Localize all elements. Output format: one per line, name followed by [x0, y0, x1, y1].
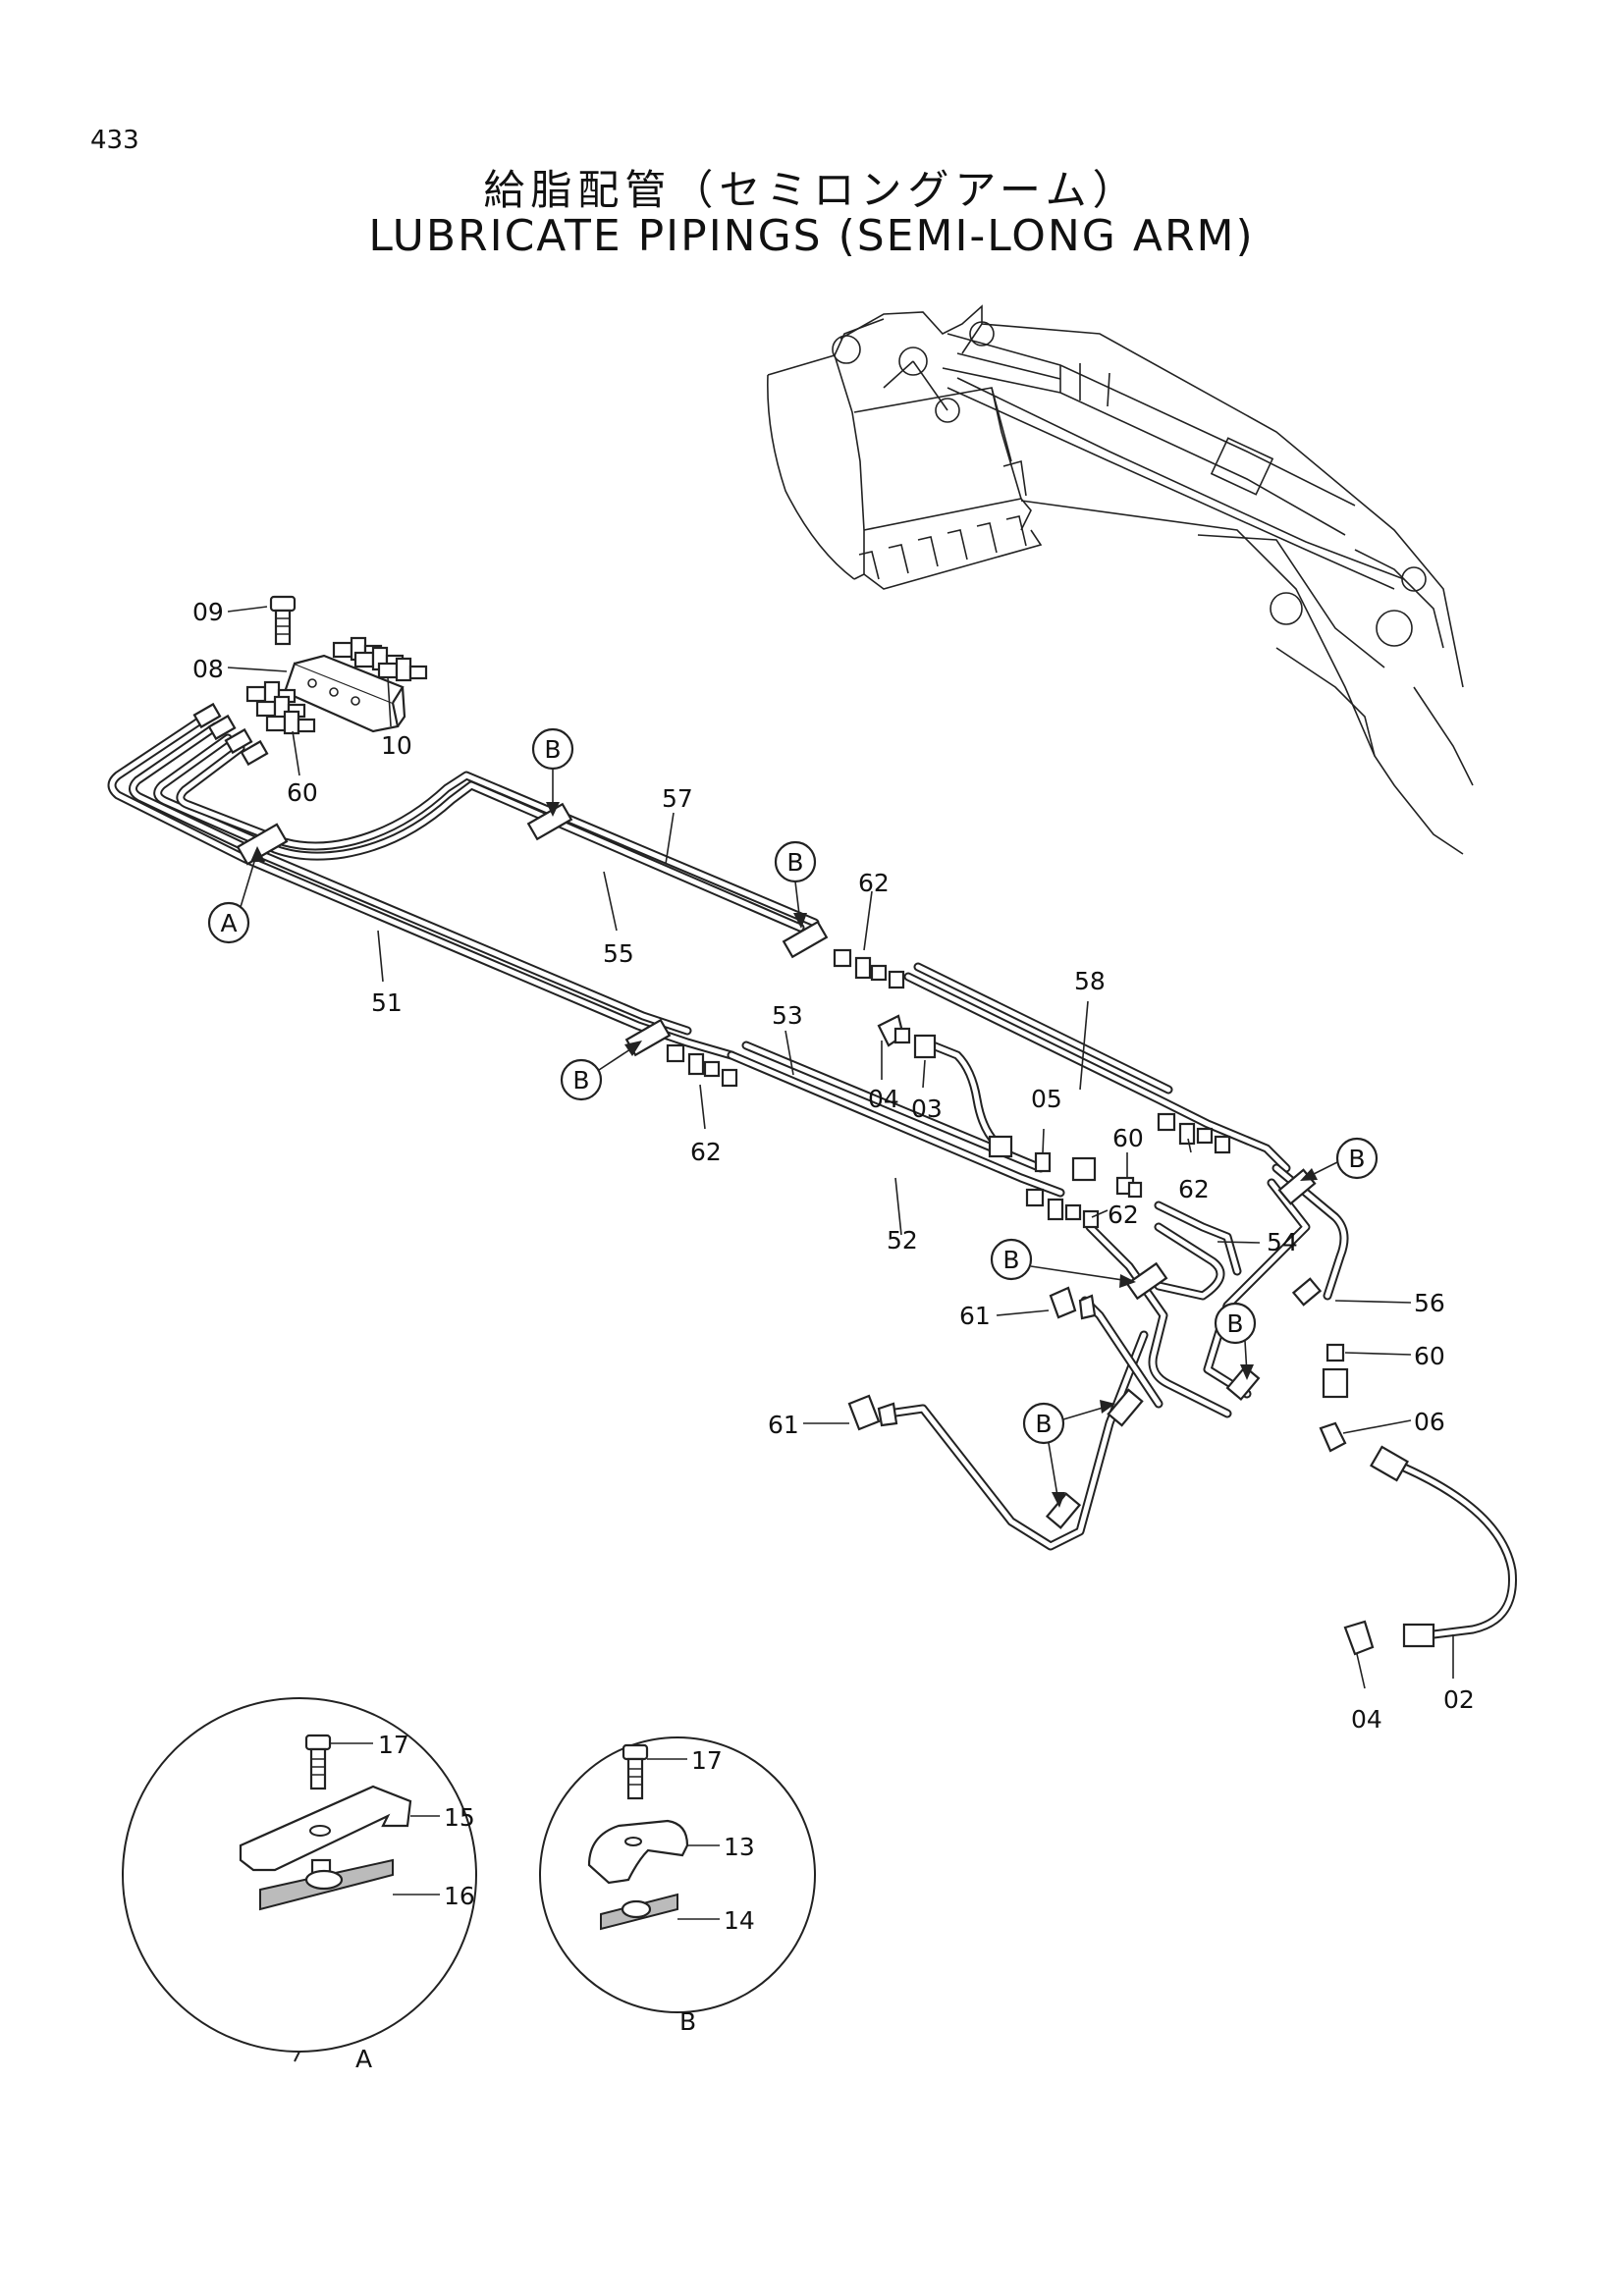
fittings-upper	[332, 636, 428, 682]
label-58: 58	[1074, 967, 1106, 995]
label-61-upper: 61	[959, 1302, 991, 1330]
svg-text:A: A	[220, 909, 237, 937]
svg-text:A: A	[355, 2045, 372, 2073]
label-60-mid: 60	[1112, 1124, 1144, 1152]
label-56: 56	[1414, 1289, 1445, 1317]
bubble-b-2: B	[774, 840, 817, 929]
svg-text:15: 15	[444, 1803, 475, 1832]
bubble-a-main: A	[207, 846, 265, 944]
manifold-assembly	[245, 595, 428, 735]
svg-text:B: B	[1348, 1145, 1365, 1173]
svg-text:17: 17	[691, 1746, 723, 1775]
title-japanese: 給脂配管（セミロングアーム）	[483, 166, 1140, 214]
label-51: 51	[371, 988, 403, 1017]
fittings	[192, 702, 1435, 1656]
excavator-arm-illustration	[767, 304, 1474, 855]
bubble-b-5: B	[990, 1238, 1136, 1288]
bubble-b-6: B	[1214, 1302, 1257, 1380]
pipe-bundle	[107, 712, 1517, 1639]
svg-text:17: 17	[378, 1731, 409, 1759]
label-02: 02	[1443, 1685, 1475, 1714]
svg-text:B: B	[679, 2007, 696, 2036]
svg-text:B: B	[572, 1066, 589, 1095]
label-04-bottom: 04	[1351, 1705, 1382, 1734]
label-60: 60	[287, 778, 318, 807]
label-55: 55	[603, 939, 634, 968]
detail-b: 17 13 14 B	[539, 1736, 816, 2036]
label-62-lower: 62	[1108, 1201, 1139, 1229]
bubble-b-4: B	[1300, 1137, 1379, 1181]
label-54: 54	[1267, 1228, 1298, 1256]
svg-text:14: 14	[724, 1906, 755, 1935]
page-number: 433	[90, 126, 139, 155]
part-leaders	[227, 606, 1454, 1689]
reference-bubbles: A B B B B B	[207, 727, 1379, 1508]
label-60-right: 60	[1414, 1342, 1445, 1370]
svg-text:B: B	[786, 848, 803, 877]
bubble-b-1: B	[531, 727, 574, 817]
label-62-mid: 62	[690, 1138, 722, 1166]
bubble-b-3: B	[560, 1041, 642, 1101]
svg-text:B: B	[1002, 1246, 1019, 1274]
label-52: 52	[887, 1226, 918, 1255]
label-09: 09	[192, 598, 224, 626]
svg-text:B: B	[1226, 1309, 1243, 1338]
title-english: LUBRICATE PIPINGS (SEMI-LONG ARM)	[368, 211, 1255, 261]
label-57: 57	[662, 784, 693, 813]
svg-text:B: B	[1035, 1410, 1052, 1438]
label-06: 06	[1414, 1408, 1445, 1436]
label-08: 08	[192, 655, 224, 683]
label-61-lower: 61	[768, 1411, 799, 1439]
pipe-clamps	[236, 802, 1323, 1529]
label-03: 03	[911, 1095, 943, 1123]
svg-text:13: 13	[724, 1833, 755, 1861]
label-62-right: 62	[1178, 1175, 1210, 1203]
part-labels: 09 08 10 60 51 55 57 53 58 62 62 62 62 0…	[192, 598, 1475, 1734]
svg-text:16: 16	[444, 1882, 475, 1910]
label-62-top: 62	[858, 869, 890, 897]
detail-a: 17 15 16 A	[122, 1697, 477, 2073]
label-05: 05	[1031, 1085, 1062, 1113]
label-04-top: 04	[868, 1085, 899, 1113]
bubble-b-7: B	[1022, 1400, 1115, 1508]
fittings-lower	[245, 680, 316, 735]
svg-text:B: B	[544, 735, 561, 764]
label-53: 53	[772, 1001, 803, 1030]
label-10: 10	[381, 731, 412, 760]
